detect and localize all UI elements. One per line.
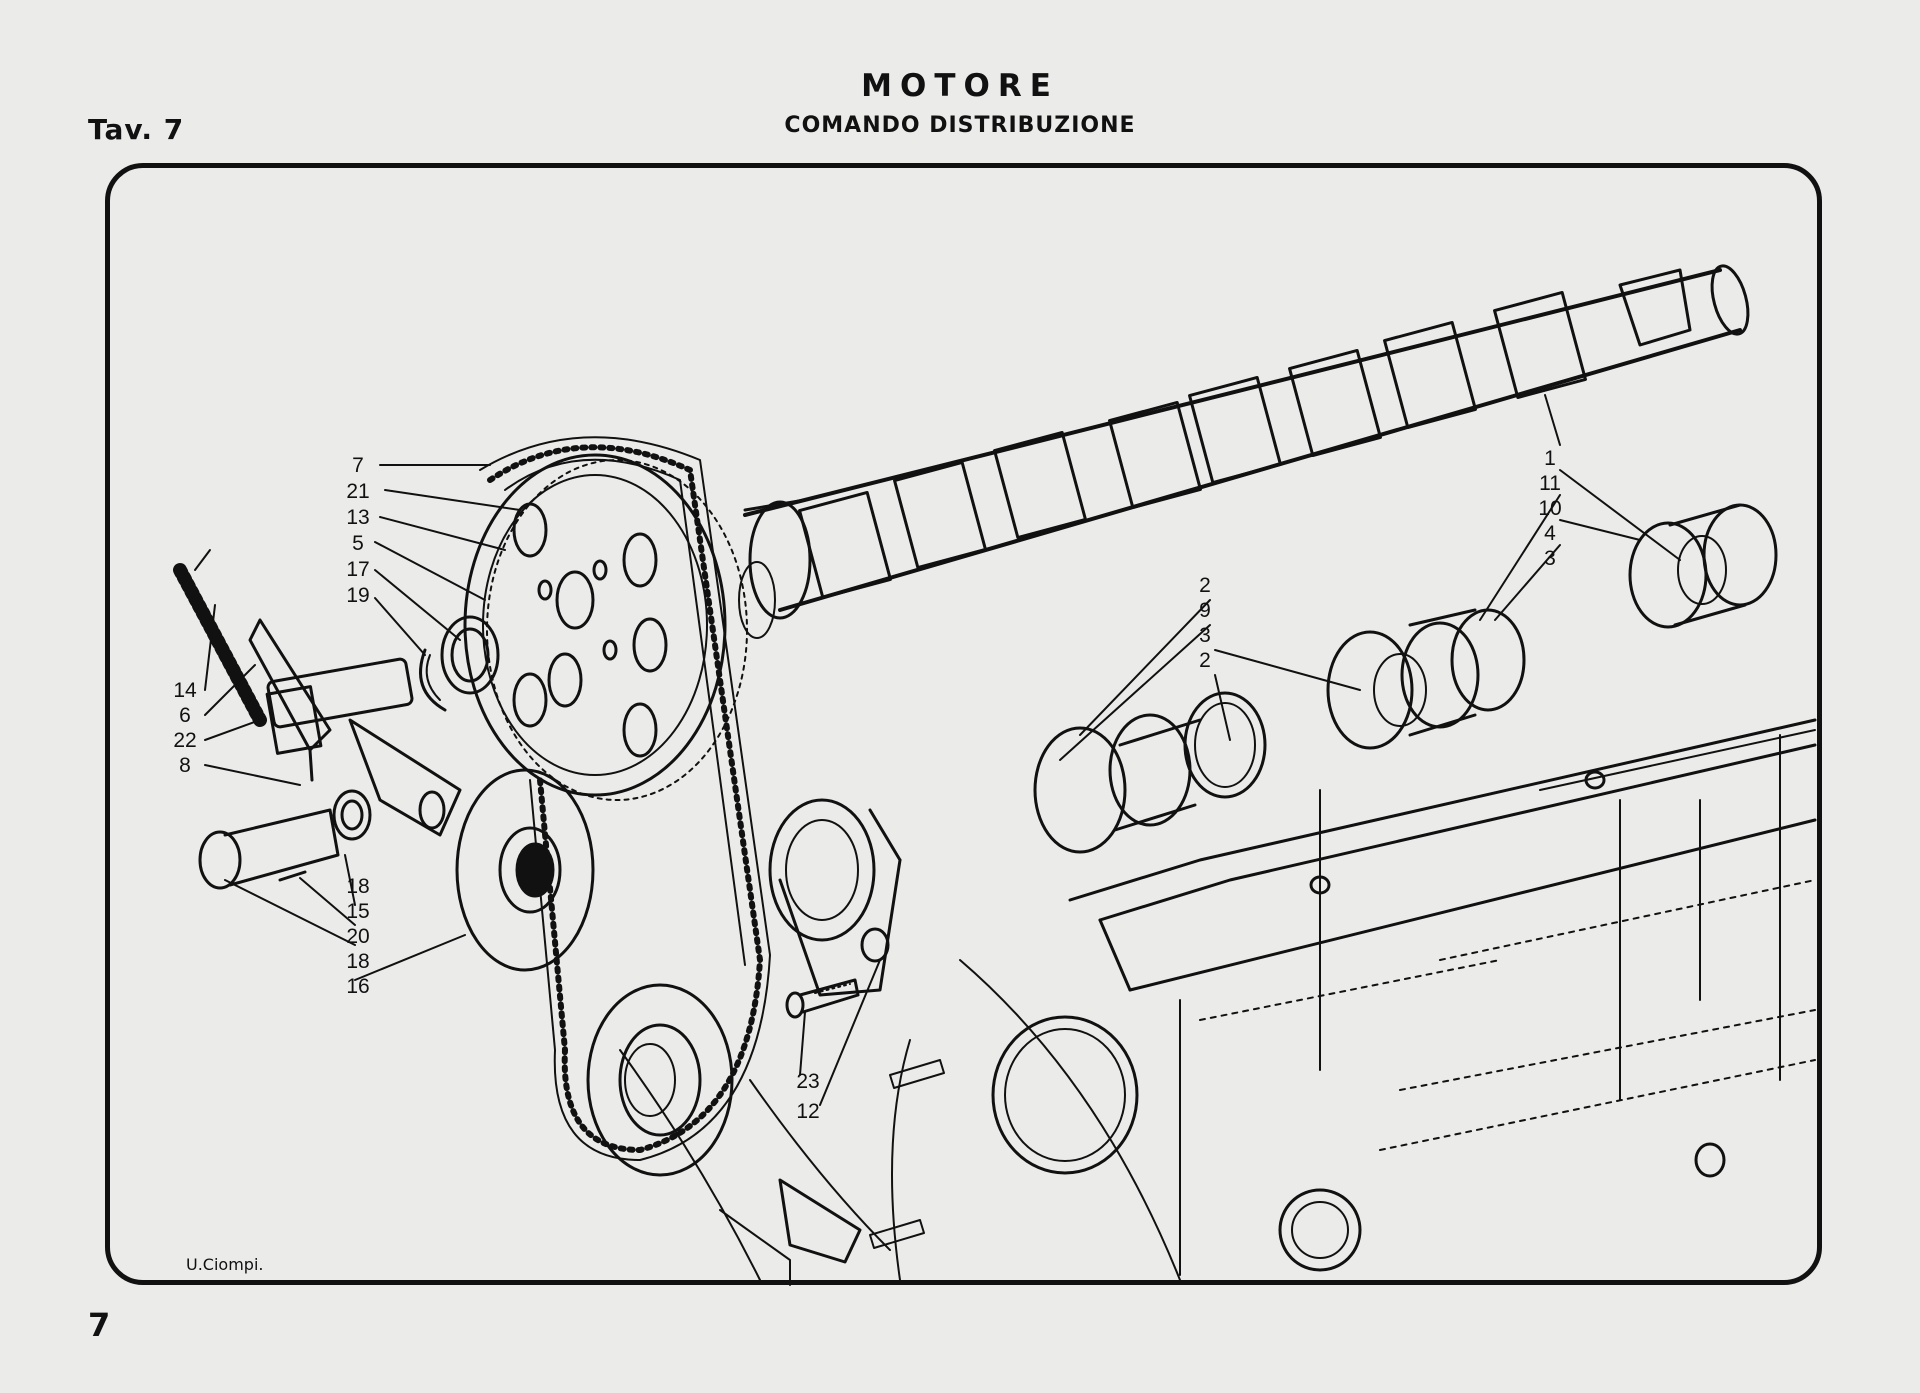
callout-19: 19	[346, 584, 369, 607]
callout-15: 15	[346, 900, 369, 923]
callout-13: 13	[346, 506, 369, 529]
callout-18b: 18	[346, 950, 369, 973]
callout-22: 22	[173, 729, 196, 752]
plate-number: Tav. 7	[88, 113, 185, 146]
callout-4: 4	[1544, 522, 1556, 545]
callout-10: 10	[1538, 497, 1561, 520]
idler-sprocket	[455, 768, 595, 972]
callout-23: 23	[796, 1070, 819, 1093]
callout-2a: 2	[1199, 574, 1211, 597]
front-bearing	[1033, 691, 1267, 854]
artist-signature: U.Ciompi.	[186, 1255, 263, 1274]
crank-sprocket	[586, 983, 734, 1177]
flanged-housing	[768, 798, 902, 997]
sprocket-bush	[419, 615, 500, 712]
callout-3a: 3	[1199, 624, 1211, 647]
callout-1: 1	[1544, 447, 1556, 470]
page-subtitle: COMANDO DISTRIBUZIONE	[784, 113, 1136, 138]
callout-9: 9	[1199, 599, 1211, 622]
screw	[785, 978, 860, 1019]
callout-6: 6	[179, 704, 191, 727]
studs	[778, 1059, 945, 1264]
callout-20: 20	[346, 925, 369, 948]
engine-block	[619, 718, 1817, 1286]
callout-labels: 7 21 13 5 17 19 14 6 22 8 18 15 20 18 16…	[173, 447, 1561, 1123]
callout-16: 16	[346, 975, 369, 998]
chain-tensioner	[173, 549, 462, 837]
callout-2b: 2	[1199, 649, 1211, 672]
leader-lines	[204, 394, 1681, 1106]
callout-3b: 3	[1544, 547, 1556, 570]
callout-11: 11	[1539, 472, 1561, 495]
camshaft	[738, 264, 1750, 639]
cam-sprocket	[463, 453, 748, 801]
callout-5: 5	[352, 532, 364, 555]
callout-21: 21	[346, 480, 369, 503]
callout-8: 8	[179, 754, 191, 777]
callout-7: 7	[352, 454, 364, 477]
page-number: 7	[88, 1306, 111, 1344]
middle-bearing	[1326, 608, 1526, 750]
pin-assembly	[198, 748, 372, 890]
page-title: MOTORE	[861, 68, 1059, 104]
callout-17: 17	[346, 558, 369, 581]
callout-14: 14	[173, 679, 197, 702]
rear-bearing	[1628, 503, 1778, 629]
drawing-frame	[105, 163, 1822, 1285]
callout-12: 12	[796, 1100, 819, 1123]
callout-18a: 18	[346, 875, 369, 898]
